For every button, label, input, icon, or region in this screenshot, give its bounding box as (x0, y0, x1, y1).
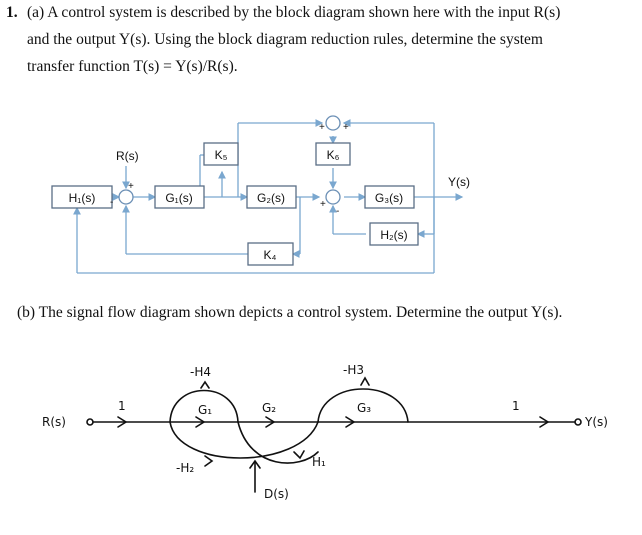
signal-flow-labels: R(s) Y(s) 1 G₁ G₂ G₃ 1 -H4 -H3 -H₂ H₁ D(… (42, 363, 608, 501)
part-a-line-2: and the output Y(s). Using the block dia… (27, 31, 543, 48)
disturbance-label: D(s) (264, 487, 289, 501)
gain-g1-label: G₁ (198, 403, 212, 417)
block-h1 (51, 185, 113, 209)
part-a-line-3: transfer function T(s) = Y(s)/R(s). (27, 58, 238, 75)
block-g2 (246, 185, 297, 209)
block-k5-label: K₅ (215, 148, 228, 162)
arrow-in (117, 416, 128, 428)
loop-neg-h2 (169, 421, 319, 459)
arrow-g2 (265, 416, 276, 428)
node-output (574, 418, 582, 426)
arrow-g1 (195, 416, 206, 428)
arrow-h1 (293, 450, 305, 460)
arrow-neg-h2 (204, 455, 214, 467)
block-g2-label: G₂(s) (257, 191, 285, 205)
question-number: 1. (6, 4, 18, 21)
gain-neg-h3-label: -H3 (343, 363, 364, 377)
block-k6-label: K₆ (327, 148, 340, 162)
gain-neg-h2-label: -H₂ (176, 461, 194, 475)
gain-h1-label: H₁ (312, 455, 326, 469)
block-labels: H₁(s) G₁(s) K₅ G₂(s) K₆ G₃(s) H₂(s) K₄ R… (69, 122, 470, 262)
part-b-text: (b) The signal flow diagram shown depict… (17, 304, 563, 321)
block-g3 (364, 185, 415, 209)
sj3-left-sign: + (320, 199, 326, 210)
arrow-out (539, 416, 550, 428)
gain-g3-label: G₃ (357, 401, 371, 415)
summing-junction-2 (325, 115, 341, 131)
summing-junction-1 (118, 189, 134, 205)
gain-neg-h4-label: -H4 (190, 365, 211, 379)
gain-out-label: 1 (512, 399, 520, 413)
sfg-output-label: Y(s) (584, 415, 608, 429)
arrow-g3 (345, 416, 356, 428)
block-g3-label: G₃(s) (375, 191, 403, 205)
part-a-line-1: (a) A control system is described by the… (27, 4, 561, 21)
loop-neg-h3 (317, 388, 409, 423)
signal-flow-graph (86, 376, 582, 493)
sj1-left-sign: - (110, 197, 113, 208)
sfg-input-label: R(s) (42, 415, 66, 429)
sj2-right-sign: + (343, 122, 349, 133)
block-g1-label: G₁(s) (165, 191, 192, 205)
bd-input-label: R(s) (116, 149, 139, 163)
block-h1-label: H₁(s) (69, 191, 96, 205)
block-h2-label: H₂(s) (380, 228, 407, 242)
arrow-d (249, 459, 261, 469)
block-k4 (247, 242, 294, 266)
block-k6 (315, 142, 351, 166)
branch-h1 (237, 421, 319, 464)
block-k4-label: K₄ (264, 248, 277, 262)
arrow-neg-h3 (360, 376, 370, 386)
sj2-left-sign: + (319, 122, 325, 133)
bd-output-label: Y(s) (448, 175, 470, 189)
summing-junction-3 (325, 189, 341, 205)
block-k5 (203, 142, 239, 166)
sj3-bottom-sign: - (336, 206, 339, 217)
loop-neg-h4 (169, 389, 239, 423)
block-h2 (369, 222, 419, 246)
block-g1 (154, 185, 205, 209)
gain-in-label: 1 (118, 399, 126, 413)
arrow-neg-h4 (200, 380, 210, 389)
gain-g2-label: G₂ (262, 401, 276, 415)
block-diagram (51, 115, 464, 274)
node-input (86, 418, 94, 426)
sj1-top-sign: + (128, 181, 134, 192)
